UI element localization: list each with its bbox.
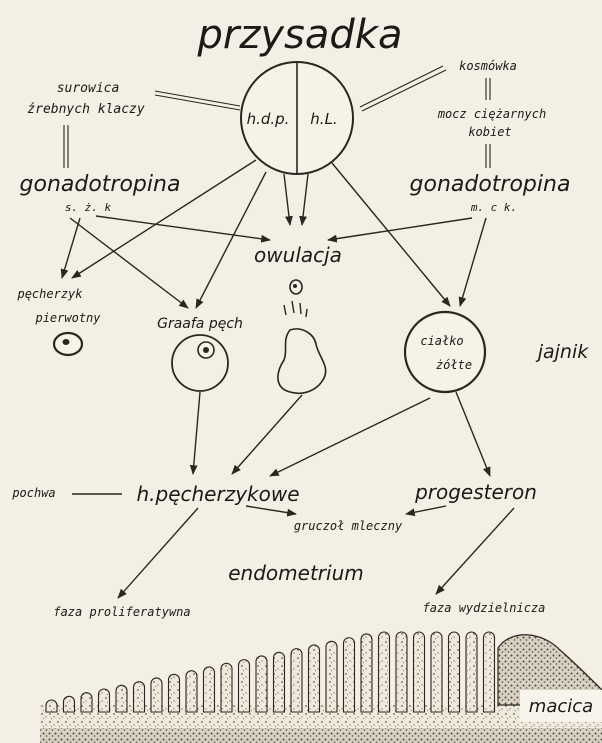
graafian-follicle-shape: [172, 335, 228, 391]
gonadotropin-left-abbr: s. ż. k: [65, 201, 112, 214]
ruptured-follicle-shape: [278, 329, 326, 393]
uterus-label-box: macica: [520, 690, 602, 722]
chorion-to-urine-line: [486, 78, 490, 100]
urine-label-line2: kobiet: [468, 125, 511, 139]
endometrial-gland: [64, 696, 75, 712]
primordial-follicle-label-line2: pierwotny: [34, 311, 101, 325]
endometrium-label: endometrium: [228, 561, 363, 585]
gonadotropin-right-arrows: [328, 218, 486, 306]
primordial-follicle-shape: [54, 333, 82, 355]
endometrial-gland: [99, 689, 110, 712]
endometrial-gland: [186, 671, 197, 712]
pituitary-right-lobe-label: h.L.: [310, 110, 337, 128]
endometrial-gland: [361, 634, 372, 712]
ovum-release-shape: [284, 280, 307, 317]
endometrial-gland: [449, 632, 460, 712]
corpus-luteum-label-line2: żółte: [436, 358, 472, 372]
mammary-gland-arrows: [246, 506, 446, 514]
urine-to-gonadotropin-line: [486, 144, 490, 168]
endometrial-gland: [151, 678, 162, 712]
endometrial-gland: [204, 667, 215, 712]
page-title: przysadka: [197, 12, 403, 58]
hormone-arrows: [193, 392, 490, 476]
endometrium-illustration: [40, 632, 602, 743]
ovary-label: jajnik: [535, 341, 590, 363]
endometrial-gland: [256, 656, 267, 712]
uterus-label: macica: [529, 696, 593, 717]
serum-to-pituitary-line: [155, 91, 240, 110]
urine-label-line1: mocz ciężarnych: [437, 107, 546, 121]
vagina-label: pochwa: [11, 486, 55, 500]
endometrial-gland: [379, 632, 390, 712]
serum-label-line2: źrebnych klaczy: [27, 102, 145, 117]
endometrial-gland: [81, 693, 92, 712]
endometrial-gland: [414, 632, 425, 712]
serum-to-gonadotropin-line: [64, 125, 68, 168]
endometrial-gland: [484, 632, 495, 712]
graafian-follicle-label: Graafa pęch: [157, 316, 243, 332]
mammary-gland-label: gruczoł mleczny: [294, 519, 403, 533]
pituitary-left-lobe-label: h.d.p.: [247, 110, 290, 128]
endometrial-gland: [116, 685, 127, 712]
endometrial-gland: [46, 700, 57, 712]
pituitary-circle: h.d.p. h.L.: [241, 62, 353, 174]
gonadotropin-right-abbr: m. c k.: [470, 201, 517, 214]
follicular-hormone-label: h.pęcherzykowe: [136, 482, 299, 506]
progesterone-label: progesteron: [414, 480, 537, 504]
endometrial-gland: [169, 674, 180, 712]
primordial-follicle-label-line1: pęcherzyk: [16, 287, 83, 301]
endometrial-gland: [309, 645, 320, 712]
endometrial-gland: [239, 660, 250, 712]
endometrial-gland: [466, 632, 477, 712]
chorion-label: kosmówka: [459, 59, 517, 73]
endometrial-glands: [46, 632, 495, 712]
gonadotropin-left-label: gonadotropina: [20, 172, 181, 197]
gonadotropin-left-arrows: [62, 216, 270, 308]
endometrial-gland: [396, 632, 407, 712]
endometrial-gland: [326, 641, 337, 712]
serum-label-line1: surowica: [57, 81, 120, 96]
ovulation-label: owulacja: [254, 243, 342, 267]
endometrial-gland: [431, 632, 442, 712]
chorion-to-pituitary-line: [360, 66, 446, 111]
endometrial-gland: [291, 649, 302, 712]
endometrial-gland: [274, 652, 285, 712]
proliferative-phase-label: faza proliferatywna: [53, 605, 190, 619]
endometrial-gland: [221, 663, 232, 712]
endometrial-gland: [344, 638, 355, 712]
secretory-phase-label: faza wydzielnicza: [423, 601, 546, 615]
corpus-luteum-shape: ciałko żółte: [405, 312, 485, 392]
corpus-luteum-label-line1: ciałko: [420, 334, 463, 348]
endometrial-gland: [134, 682, 145, 712]
gonadotropin-right-label: gonadotropina: [410, 172, 571, 197]
